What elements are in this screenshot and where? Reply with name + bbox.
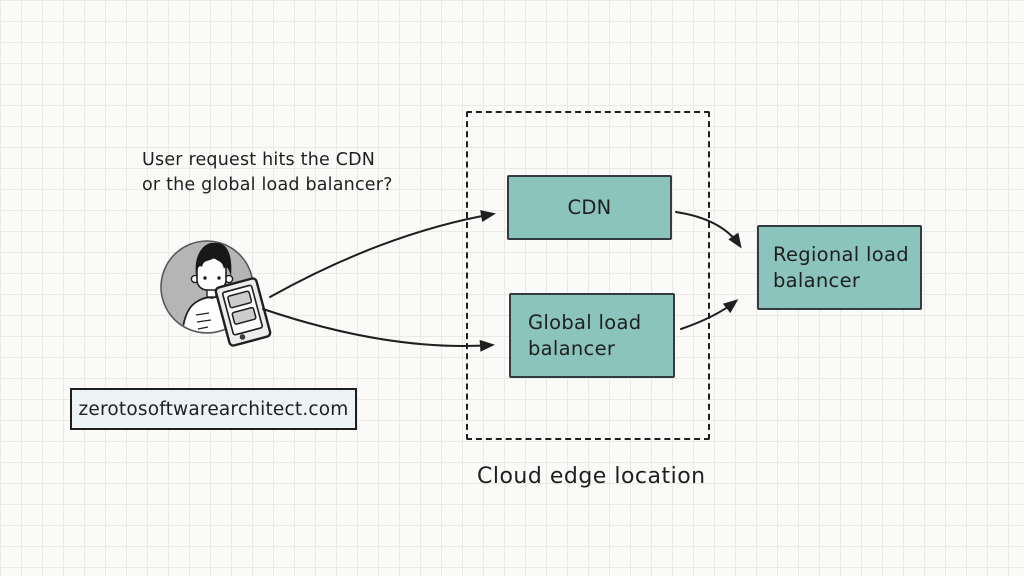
question-line-1: User request hits the CDN bbox=[142, 150, 376, 170]
node-regional-load-balancer: Regional load balancer bbox=[757, 225, 922, 310]
watermark-text: zerotosoftwarearchitect.com bbox=[78, 398, 349, 420]
user-avatar-icon bbox=[160, 240, 272, 347]
node-cdn-label: CDN bbox=[567, 195, 612, 219]
tablet-icon bbox=[214, 277, 272, 347]
watermark-badge: zerotosoftwarearchitect.com bbox=[70, 388, 357, 430]
cloud-edge-label: Cloud edge location bbox=[477, 464, 706, 489]
node-regional-load-balancer-label: Regional load balancer bbox=[773, 243, 909, 292]
person-eye-right bbox=[217, 276, 221, 280]
cloud-edge-boundary bbox=[466, 111, 710, 440]
person-eye-left bbox=[203, 276, 207, 280]
person-hair bbox=[195, 242, 232, 277]
question-line-2: or the global load balancer? bbox=[142, 175, 393, 196]
edge-user-to-cdn bbox=[269, 210, 496, 298]
node-global-load-balancer: Global load balancer bbox=[509, 293, 675, 378]
question-text: User request hits the CDN or the global … bbox=[142, 148, 393, 199]
edge-user-to-global-lb bbox=[262, 308, 495, 352]
node-cdn: CDN bbox=[507, 175, 672, 240]
node-global-load-balancer-label: Global load balancer bbox=[528, 311, 642, 360]
